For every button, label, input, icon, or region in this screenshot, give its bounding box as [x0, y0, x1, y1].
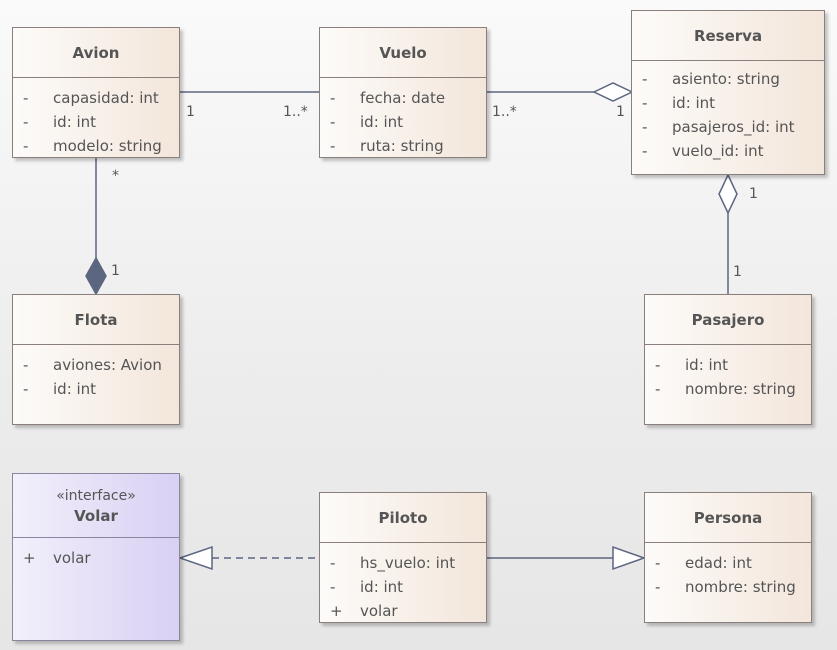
- mult-avion-vuelo-target: 1..*: [283, 104, 308, 120]
- class-vuelo[interactable]: Vuelo -fecha: date -id: int -ruta: strin…: [319, 27, 487, 158]
- class-pasajero[interactable]: Pasajero -id: int -nombre: string: [644, 294, 812, 425]
- class-attribute: -hs_vuelo: int: [330, 554, 456, 572]
- class-avion[interactable]: Avion -capasidad: int -id: int -modelo: …: [12, 27, 180, 158]
- realization-arrowhead: [177, 545, 213, 571]
- class-pasajero-title: Pasajero: [645, 295, 811, 345]
- mult-reserva-pasajero-target: 1: [733, 264, 742, 280]
- interface-operation: +volar: [23, 549, 91, 567]
- mult-avion-flota-target: 1: [111, 263, 120, 279]
- class-persona-title: Persona: [645, 493, 811, 543]
- composition-diamond-flota: [85, 256, 107, 296]
- interface-volar[interactable]: «interface» Volar +volar: [12, 473, 180, 641]
- class-attribute: -id: int: [655, 356, 729, 374]
- class-attribute: -pasajeros_id: int: [642, 118, 795, 136]
- class-attribute: -edad: int: [655, 554, 752, 572]
- class-attribute: -id: int: [23, 380, 97, 398]
- class-persona[interactable]: Persona -edad: int -nombre: string: [644, 492, 812, 623]
- class-attribute: -nombre: string: [655, 578, 796, 596]
- mult-avion-vuelo-source: 1: [186, 104, 195, 120]
- class-flota[interactable]: Flota -aviones: Avion -id: int: [12, 294, 180, 425]
- class-vuelo-title: Vuelo: [320, 28, 486, 78]
- class-attribute: -capasidad: int: [23, 89, 159, 107]
- class-attribute: -asiento: string: [642, 70, 780, 88]
- class-attribute: -id: int: [23, 113, 97, 131]
- class-attribute: -modelo: string: [23, 137, 162, 155]
- class-attribute: -fecha: date: [330, 89, 446, 107]
- mult-reserva-pasajero-source: 1: [749, 186, 758, 202]
- class-operation: +volar: [330, 602, 398, 620]
- mult-vuelo-reserva-target: 1: [616, 104, 625, 120]
- class-attribute: -vuelo_id: int: [642, 142, 764, 160]
- class-attribute: -aviones: Avion: [23, 356, 162, 374]
- generalization-arrowhead: [612, 545, 647, 571]
- mult-vuelo-reserva-source: 1..*: [492, 104, 517, 120]
- class-flota-title: Flota: [13, 295, 179, 345]
- class-reserva[interactable]: Reserva -asiento: string -id: int -pasaj…: [631, 10, 825, 175]
- class-attribute: -id: int: [330, 578, 404, 596]
- aggregation-diamond-reserva: [592, 82, 634, 102]
- class-piloto-title: Piloto: [320, 493, 486, 543]
- class-attribute: -id: int: [642, 94, 716, 112]
- interface-volar-title: «interface» Volar: [13, 474, 179, 538]
- class-attribute: -ruta: string: [330, 137, 444, 155]
- class-reserva-title: Reserva: [632, 11, 824, 61]
- class-attribute: -nombre: string: [655, 380, 796, 398]
- mult-avion-flota-source: *: [112, 168, 119, 184]
- aggregation-diamond-reserva-pasajero: [718, 173, 738, 215]
- class-attribute: -id: int: [330, 113, 404, 131]
- class-piloto[interactable]: Piloto -hs_vuelo: int -id: int +volar: [319, 492, 487, 623]
- class-avion-title: Avion: [13, 28, 179, 78]
